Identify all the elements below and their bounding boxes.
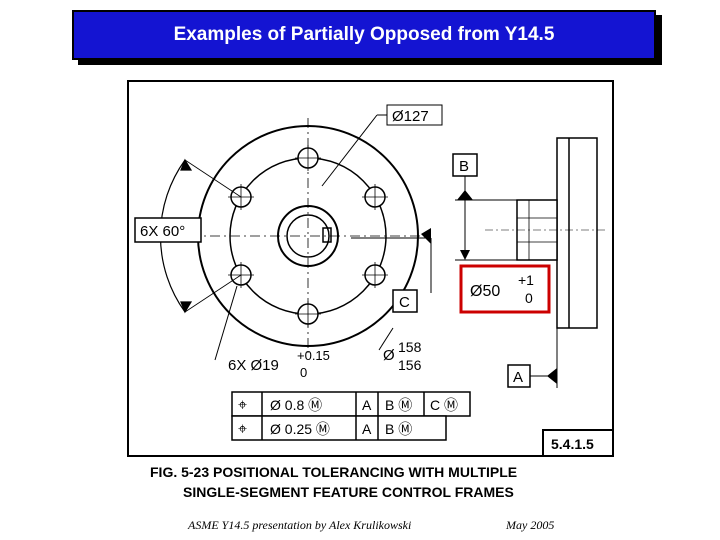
footer-date: May 2005 [506,518,555,532]
hole-leader [214,285,238,361]
bolt-holes [228,145,388,327]
caption-line-2: SINGLE-SEGMENT FEATURE CONTROL FRAMES [183,484,514,500]
fcf-row1-datum-b: B Ⓜ [385,397,412,413]
dim-50-lines [455,176,517,261]
datum-a-box [507,364,531,388]
fcf-row2-symbol: ⌖ [238,421,247,438]
fig-ref-box [542,429,614,457]
dia50-tol-zero: 0 [525,290,533,306]
od-158: 158 [398,339,422,355]
datum-a-label: A [513,369,523,386]
hole-tol-zero: 0 [300,365,307,380]
od-dia-symbol: Ø [383,347,395,364]
od-156: 156 [398,357,422,373]
datum-c-arrow [421,228,431,244]
fcf-row1-datum-c: C Ⓜ [430,397,458,413]
datum-b-triangle [457,190,473,200]
title-banner: Examples of Partially Opposed from Y14.5 [72,10,656,60]
caption-line-1: FIG. 5-23 POSITIONAL TOLERANCING WITH MU… [150,464,517,480]
angle-label: 6X 60° [140,223,185,240]
hole-tol-plus: +0.15 [297,348,330,363]
fcf-row1-tolerance: Ø 0.8 Ⓜ [270,397,322,413]
dia50-tol-plus: +1 [518,272,534,288]
fcf-row2-tolerance: Ø 0.25 Ⓜ [270,421,330,437]
side-view [516,137,598,329]
datum-c-label: C [399,294,410,311]
hole-callout: 6X Ø19 [228,357,279,374]
dim-127-leader [321,114,378,187]
fcf-row1-symbol: ⌖ [238,397,247,414]
slide-title: Examples of Partially Opposed from Y14.5 [173,24,555,45]
engineering-drawing: 6X 60° Ø127 6X Ø19 +0.15 0 Ø 158 156 C B… [127,80,614,500]
fcf-row2-datum-a: A [362,421,372,437]
fig-ref-label: 5.4.1.5 [551,436,594,452]
footer-credit: ASME Y14.5 presentation by Alex Krulikow… [188,518,412,532]
fcf-row1-datum-a: A [362,397,372,413]
dia50-highlight [459,264,551,314]
od-leader [378,327,394,351]
drawing-frame [127,80,614,457]
datum-c-box [392,289,418,313]
datum-b-label: B [459,158,469,175]
fcf-row2-datum-b: B Ⓜ [385,421,412,437]
dim-arrow [460,250,470,260]
feature-control-frame [231,391,471,441]
datum-a-triangle [547,368,557,384]
angle-label-box [134,217,202,243]
dia50-label: Ø50 [470,283,500,300]
dim-127-label: Ø127 [392,108,429,125]
